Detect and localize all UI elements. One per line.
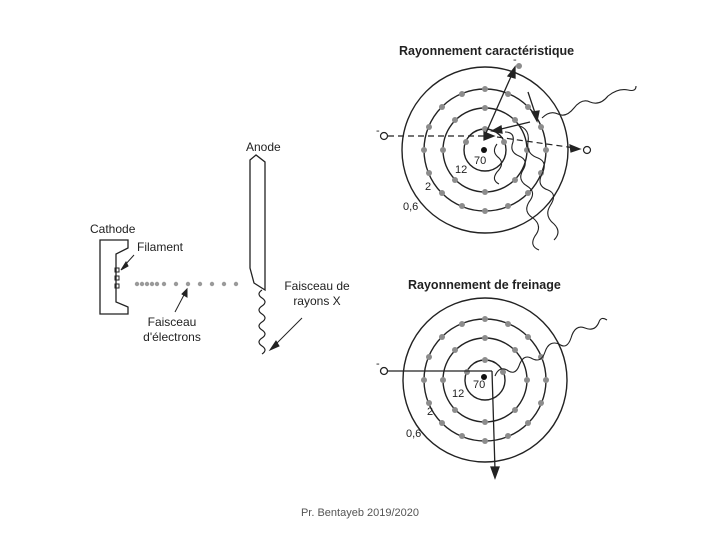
characteristic-photon-wave-1 [541,85,637,119]
characteristic-ejected-electron [485,63,522,134]
xray-beam-pointer [268,317,303,352]
bremsstrahlung-shell-k: 70 [473,379,486,391]
bremsstrahlung-minus-left: - [376,358,380,370]
atom-bremsstrahlung-electrons [421,316,549,444]
characteristic-incident-electron [379,131,592,155]
atom-characteristic-nucleus [481,147,487,153]
electron-beam-label-line2: d'électrons [143,330,201,344]
characteristic-title: Rayonnement caractéristique [399,44,575,58]
characteristic-shell-k: 70 [474,155,487,167]
electron-beam-pointer [174,287,188,313]
xray-beam-label-line2: rayons X [293,294,341,308]
characteristic-minus-left: - [376,125,380,137]
cathode-label: Cathode [90,222,136,236]
characteristic-photon-wave-2 [504,131,540,251]
bremsstrahlung-shell-m: 2 [427,406,434,418]
characteristic-photon-wave-3 [519,125,559,241]
bremsstrahlung-photon-wave [494,317,608,377]
electron-beam-label-line1: Faisceau [147,315,197,329]
bremsstrahlung-electron-path [379,366,500,480]
electron-beam-dots [134,281,239,287]
footer-text: Pr. Bentayeb 2019/2020 [300,507,420,519]
characteristic-minus-top: - [513,54,517,66]
bremsstrahlung-shell-n: 0,6 [406,428,422,440]
filament-label: Filament [137,240,184,254]
anode-label: Anode [246,140,281,154]
characteristic-shell-m: 2 [425,181,432,193]
atom-bremsstrahlung-nucleus [481,374,487,380]
filament-coil [114,267,120,289]
atom-characteristic-electrons [421,86,549,214]
characteristic-photon-wave-4 [493,143,503,185]
characteristic-shell-l: 12 [455,164,468,176]
characteristic-shell-n: 0,6 [403,201,419,213]
cathode-cup [99,239,129,315]
characteristic-transition-arrows [490,91,540,134]
bremsstrahlung-shell-l: 12 [452,388,465,400]
xray-wave [258,289,266,355]
xray-beam-label-line1: Faisceau de [284,279,350,293]
filament-pointer [120,254,135,271]
bremsstrahlung-title: Rayonnement de freinage [408,278,561,292]
anode-plate [249,154,266,292]
